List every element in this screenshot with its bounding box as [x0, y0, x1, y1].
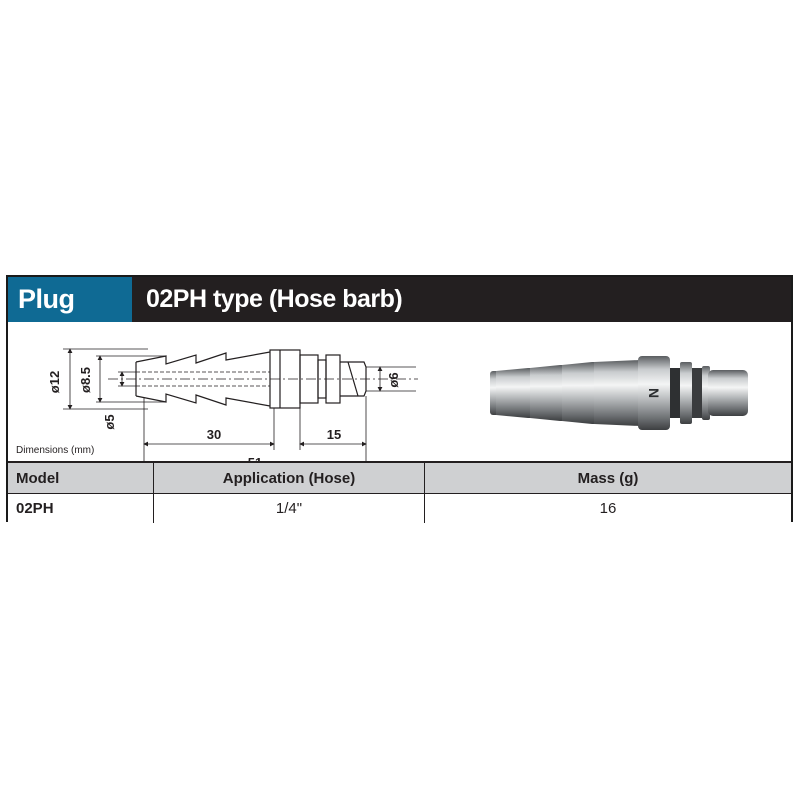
dim-d6-label: ø6 [386, 372, 401, 387]
dim-30-label: 30 [207, 427, 221, 442]
dim-d5-label: ø5 [102, 414, 117, 429]
dim-15-label: 15 [327, 427, 341, 442]
header-model: Model [8, 461, 154, 494]
product-photo: N [490, 356, 748, 430]
spec-sheet: Plug 02PH type (Hose barb) [6, 275, 793, 523]
header-mass: Mass (g) [424, 461, 791, 494]
dimension-lines [63, 348, 416, 462]
plug-outline [108, 349, 418, 409]
table-row: 02PH 1/4" 16 [8, 493, 791, 523]
dimensions-note: Dimensions (mm) [16, 445, 95, 456]
header-application: Application (Hose) [153, 461, 425, 494]
technical-drawing: ø12 ø8.5 ø5 ø6 30 15 51 N [47, 348, 748, 462]
table-header-row: Model Application (Hose) Mass (g) [8, 461, 791, 494]
cell-application: 1/4" [153, 493, 425, 523]
dim-51-label: 51 [248, 455, 262, 462]
dim-d8-5-label: ø8.5 [78, 367, 93, 393]
svg-text:N: N [646, 388, 662, 398]
header-bar: Plug 02PH type (Hose barb) [8, 277, 791, 322]
cell-mass: 16 [424, 493, 791, 523]
product-title: 02PH type (Hose barb) [146, 285, 403, 313]
cell-model: 02PH [8, 493, 154, 523]
spec-table: Model Application (Hose) Mass (g) 02PH 1… [8, 461, 791, 523]
dim-d12-label: ø12 [47, 371, 62, 393]
category-badge: Plug [8, 277, 132, 322]
